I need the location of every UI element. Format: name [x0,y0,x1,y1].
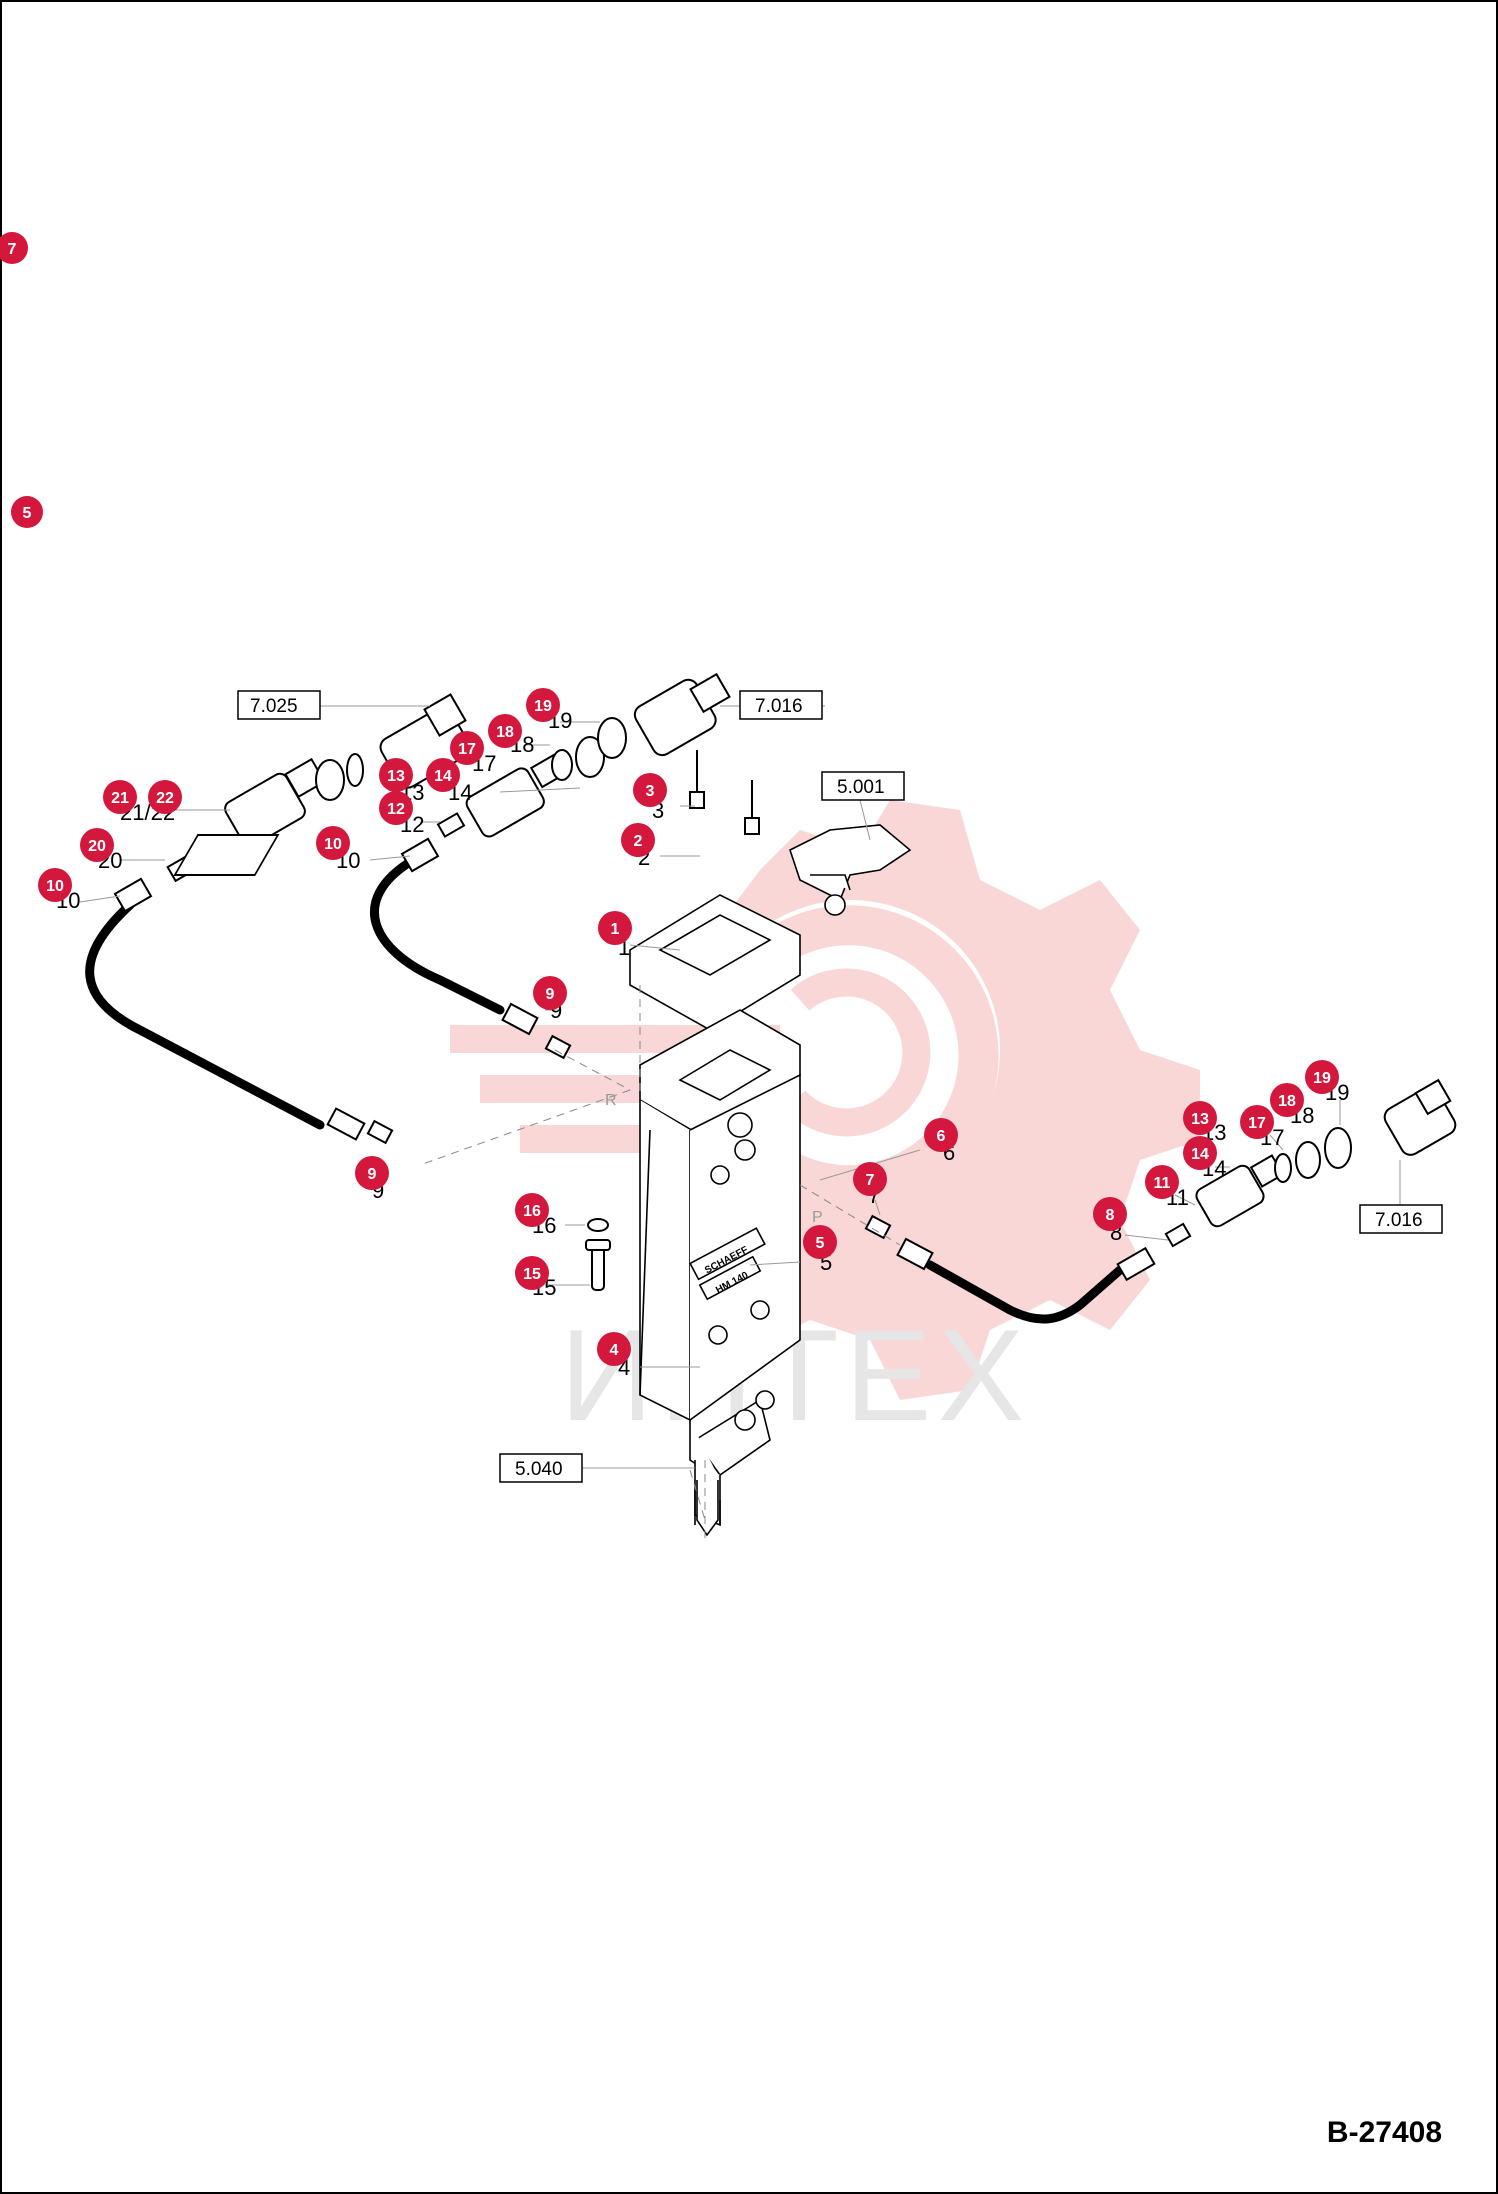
port-label-p: P [812,1209,823,1226]
callout: 19 [1305,1060,1339,1094]
callout: 4 [597,1332,631,1366]
callout: 9 [533,976,567,1010]
svg-text:22: 22 [156,790,174,807]
svg-text:13: 13 [387,768,405,785]
hose-fittings [113,812,1192,1282]
svg-text:5.001: 5.001 [837,777,885,798]
svg-text:20: 20 [88,838,106,855]
callout: 22 [148,780,182,814]
callout: 7 [853,1162,887,1196]
ref-box-7025: 7.025 [237,690,321,720]
svg-text:7: 7 [866,1172,875,1189]
callout: 19 [526,688,560,722]
callout: 12 [379,791,413,825]
svg-text:6: 6 [937,1128,946,1145]
svg-text:2: 2 [634,833,643,850]
svg-text:9: 9 [546,986,555,1003]
callout: 21 [103,780,137,814]
svg-text:7.016: 7.016 [755,696,803,717]
svg-text:9: 9 [368,1166,377,1183]
callout: 13 [379,758,413,792]
ref-box-5040: 5.040 [499,1453,583,1483]
callout: 1 [598,911,632,945]
hose-left [85,900,325,1130]
svg-text:17: 17 [458,741,476,758]
svg-text:7.016: 7.016 [1375,1210,1423,1231]
svg-text:11: 11 [1154,1175,1171,1192]
callout: 18 [488,714,522,748]
port-label-r: R [605,1092,617,1109]
coupling-parts-right [1195,1078,1457,1228]
breaker-hammer-body [629,894,801,1537]
callouts: 7 5 19 18 17 14 13 12 21 22 20 10 10 3 2… [0,232,1339,1366]
svg-text:18: 18 [1278,1093,1296,1110]
svg-text:16: 16 [523,1203,541,1220]
svg-text:15: 15 [523,1266,541,1283]
callout: 10 [38,868,72,902]
callout: 5 [803,1225,837,1259]
svg-text:7.025: 7.025 [250,696,298,717]
callout: 11 [1145,1165,1179,1199]
callout: 16 [515,1193,549,1227]
callout: 6 [924,1118,958,1152]
ref-box-7016-top: 7.016 [739,690,823,720]
leader-lines [79,705,1401,1469]
svg-text:5: 5 [23,505,32,522]
callout: 18 [1270,1083,1304,1117]
ref-box-7016-right: 7.016 [1359,1204,1443,1234]
callout: 14 [1183,1136,1217,1170]
svg-text:8: 8 [1106,1207,1115,1224]
svg-text:3: 3 [646,783,655,800]
callout: 14 [426,758,460,792]
svg-text:21: 21 [111,790,129,807]
svg-text:1: 1 [611,921,620,938]
callout: 8 [1093,1197,1127,1231]
svg-text:10: 10 [324,836,342,853]
svg-text:19: 19 [1313,1070,1331,1087]
svg-text:13: 13 [1191,1111,1209,1128]
callout: 15 [515,1256,549,1290]
svg-text:5.040: 5.040 [515,1459,563,1480]
callout: 17 [450,731,484,765]
svg-text:17: 17 [1248,1115,1266,1132]
svg-text:7: 7 [8,241,17,258]
callout: 17 [1240,1105,1274,1139]
svg-text:19: 19 [534,698,552,715]
callout: 9 [355,1156,389,1190]
callout: 10 [316,826,350,860]
svg-text:5: 5 [816,1235,825,1252]
callout: 13 [1183,1101,1217,1135]
svg-text:12: 12 [387,801,405,818]
callout: 3 [633,773,667,807]
dashed-lines [419,985,901,1540]
callout: 7 [0,232,28,264]
adapter-bracket [789,824,912,916]
hose-right [925,1260,1125,1324]
ref-box-5001: 5.001 [821,771,905,801]
svg-text:4: 4 [610,1342,619,1359]
svg-text:14: 14 [434,768,452,785]
callout: 5 [11,496,43,528]
drawing-code: B-27408 [1326,2116,1442,2149]
svg-text:18: 18 [496,724,514,741]
small-hardware [173,750,760,1291]
callout: 2 [621,823,655,857]
hoses [85,857,1125,1324]
svg-text:14: 14 [1191,1146,1209,1163]
coupling-parts-top [224,672,731,848]
hose-middle [369,857,505,1015]
callout: 20 [80,828,114,862]
svg-text:10: 10 [46,878,64,895]
